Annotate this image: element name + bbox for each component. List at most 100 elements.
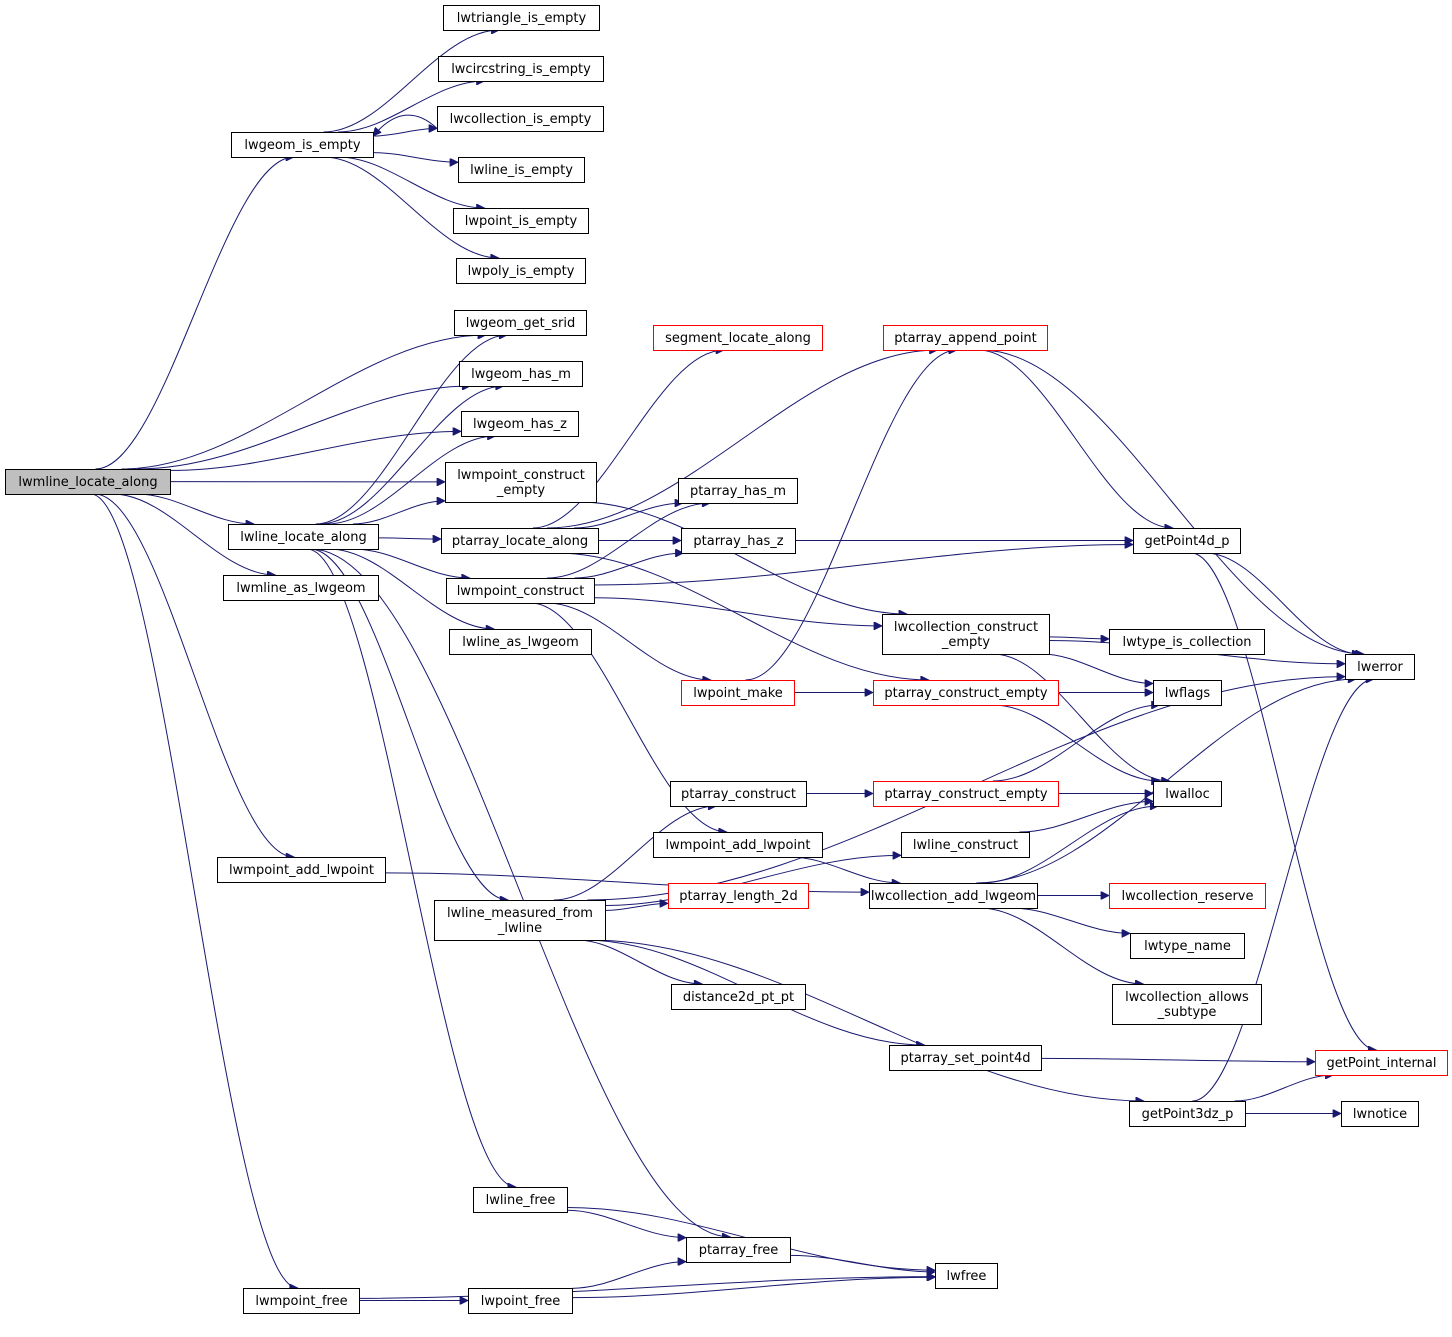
graph-node-lwline-measured-from-lwline[interactable]: lwline_measured_from_lwline <box>434 900 606 941</box>
graph-node-lwline-free[interactable]: lwline_free <box>473 1187 568 1213</box>
graph-node-lwpoint-free[interactable]: lwpoint_free <box>468 1288 573 1314</box>
graph-node-getPoint4d-p[interactable]: getPoint4d_p <box>1133 528 1241 554</box>
graph-node-lwpoly-is-empty[interactable]: lwpoly_is_empty <box>456 258 586 284</box>
node-box[interactable] <box>873 680 1059 706</box>
graph-node-lwline-construct[interactable]: lwline_construct <box>901 832 1030 858</box>
graph-node-ptarray-has-z[interactable]: ptarray_has_z <box>681 528 796 554</box>
graph-node-lwcollection-construct-empty[interactable]: lwcollection_construct_empty <box>882 614 1050 655</box>
graph-node-ptarray-append-point[interactable]: ptarray_append_point <box>883 325 1048 351</box>
node-box[interactable] <box>443 5 600 31</box>
node-box[interactable] <box>454 310 587 336</box>
graph-node-lwpoint-is-empty[interactable]: lwpoint_is_empty <box>453 208 589 234</box>
node-box[interactable] <box>678 478 798 504</box>
graph-node-lwtriangle-is-empty[interactable]: lwtriangle_is_empty <box>443 5 600 31</box>
graph-node-ptarray-set-point4d[interactable]: ptarray_set_point4d <box>889 1045 1042 1071</box>
graph-node-lwmpoint-free[interactable]: lwmpoint_free <box>243 1288 360 1314</box>
node-box[interactable] <box>681 528 796 554</box>
graph-node-lwline-locate-along[interactable]: lwline_locate_along <box>228 524 379 550</box>
node-box[interactable] <box>231 132 374 158</box>
node-box[interactable] <box>459 361 583 387</box>
node-box[interactable] <box>434 900 606 941</box>
graph-node-lwpoint-make[interactable]: lwpoint_make <box>681 680 795 706</box>
graph-node-lwgeom-has-m[interactable]: lwgeom_has_m <box>459 361 583 387</box>
node-box[interactable] <box>935 1263 998 1289</box>
node-box[interactable] <box>1109 883 1266 909</box>
node-box[interactable] <box>1133 528 1241 554</box>
node-box[interactable] <box>653 832 823 858</box>
node-box[interactable] <box>889 1045 1042 1071</box>
graph-node-lwcollection-reserve[interactable]: lwcollection_reserve <box>1109 883 1266 909</box>
graph-node-lwmpoint-construct[interactable]: lwmpoint_construct <box>446 578 595 604</box>
graph-node-lwgeom-is-empty[interactable]: lwgeom_is_empty <box>231 132 374 158</box>
node-box[interactable] <box>671 984 806 1010</box>
node-box[interactable] <box>453 208 589 234</box>
graph-node-lwgeom-has-z[interactable]: lwgeom_has_z <box>461 411 579 437</box>
node-box[interactable] <box>445 462 597 503</box>
node-box[interactable] <box>901 832 1030 858</box>
node-box[interactable] <box>686 1237 791 1263</box>
node-box[interactable] <box>1109 629 1265 655</box>
node-box[interactable] <box>461 411 579 437</box>
graph-node-lwmline-locate-along[interactable]: lwmline_locate_along <box>5 469 171 495</box>
node-box[interactable] <box>228 524 379 550</box>
graph-node-lwtype-is-collection[interactable]: lwtype_is_collection <box>1109 629 1265 655</box>
node-box[interactable] <box>883 325 1048 351</box>
graph-node-lwmpoint-construct-empty[interactable]: lwmpoint_construct_empty <box>445 462 597 503</box>
node-box[interactable] <box>1130 933 1245 959</box>
node-box[interactable] <box>217 857 386 883</box>
node-box[interactable] <box>653 325 823 351</box>
node-box[interactable] <box>1153 781 1222 807</box>
node-box[interactable] <box>873 781 1059 807</box>
node-box[interactable] <box>882 614 1050 655</box>
graph-node-getPoint-internal[interactable]: getPoint_internal <box>1315 1050 1448 1076</box>
node-box[interactable] <box>1153 680 1222 706</box>
node-box[interactable] <box>869 883 1038 909</box>
graph-node-lwline-as-lwgeom[interactable]: lwline_as_lwgeom <box>449 629 592 655</box>
node-box[interactable] <box>1112 984 1262 1025</box>
node-box[interactable] <box>223 575 379 601</box>
graph-node-lwmline-as-lwgeom[interactable]: lwmline_as_lwgeom <box>223 575 379 601</box>
node-box[interactable] <box>438 56 604 82</box>
graph-node-lwline-is-empty[interactable]: lwline_is_empty <box>458 157 585 183</box>
node-box[interactable] <box>5 469 171 495</box>
graph-node-lwerror[interactable]: lwerror <box>1345 654 1415 680</box>
node-box[interactable] <box>456 258 586 284</box>
graph-node-getPoint3dz-p[interactable]: getPoint3dz_p <box>1129 1101 1246 1127</box>
graph-node-lwcollection-add-lwgeom[interactable]: lwcollection_add_lwgeom <box>869 883 1038 909</box>
node-box[interactable] <box>243 1288 360 1314</box>
node-box[interactable] <box>1315 1050 1448 1076</box>
graph-node-segment-locate-along[interactable]: segment_locate_along <box>653 325 823 351</box>
graph-node-lwcollection-is-empty[interactable]: lwcollection_is_empty <box>437 106 604 132</box>
node-box[interactable] <box>1345 654 1415 680</box>
graph-node-lwflags[interactable]: lwflags <box>1153 680 1222 706</box>
node-box[interactable] <box>458 157 585 183</box>
graph-node-lwgeom-get-srid[interactable]: lwgeom_get_srid <box>454 310 587 336</box>
node-box[interactable] <box>437 106 604 132</box>
node-box[interactable] <box>446 578 595 604</box>
graph-node-lwnotice[interactable]: lwnotice <box>1341 1101 1419 1127</box>
graph-node-lwcollection-allows-subtype[interactable]: lwcollection_allows_subtype <box>1112 984 1262 1025</box>
graph-node-ptarray-length-2d[interactable]: ptarray_length_2d <box>668 883 809 909</box>
node-box[interactable] <box>468 1288 573 1314</box>
node-box[interactable] <box>1129 1101 1246 1127</box>
graph-node-lwmpoint-add-lwpoint-l[interactable]: lwmpoint_add_lwpoint <box>217 857 386 883</box>
graph-node-ptarray-construct-empty-1[interactable]: ptarray_construct_empty <box>873 680 1059 706</box>
graph-node-ptarray-locate-along[interactable]: ptarray_locate_along <box>441 528 599 554</box>
graph-node-lwfree[interactable]: lwfree <box>935 1263 998 1289</box>
node-box[interactable] <box>441 528 599 554</box>
node-box[interactable] <box>668 883 809 909</box>
graph-node-ptarray-has-m[interactable]: ptarray_has_m <box>678 478 798 504</box>
node-box[interactable] <box>681 680 795 706</box>
graph-node-lwtype-name[interactable]: lwtype_name <box>1130 933 1245 959</box>
graph-node-lwmpoint-add-lwpoint-r[interactable]: lwmpoint_add_lwpoint <box>653 832 823 858</box>
graph-node-lwalloc[interactable]: lwalloc <box>1153 781 1222 807</box>
graph-node-distance2d-pt-pt[interactable]: distance2d_pt_pt <box>671 984 806 1010</box>
node-box[interactable] <box>449 629 592 655</box>
graph-node-lwcircstring-is-empty[interactable]: lwcircstring_is_empty <box>438 56 604 82</box>
node-box[interactable] <box>1341 1101 1419 1127</box>
node-box[interactable] <box>473 1187 568 1213</box>
graph-node-ptarray-free[interactable]: ptarray_free <box>686 1237 791 1263</box>
graph-node-ptarray-construct-empty-2[interactable]: ptarray_construct_empty <box>873 781 1059 807</box>
graph-node-ptarray-construct[interactable]: ptarray_construct <box>670 781 807 807</box>
node-box[interactable] <box>670 781 807 807</box>
